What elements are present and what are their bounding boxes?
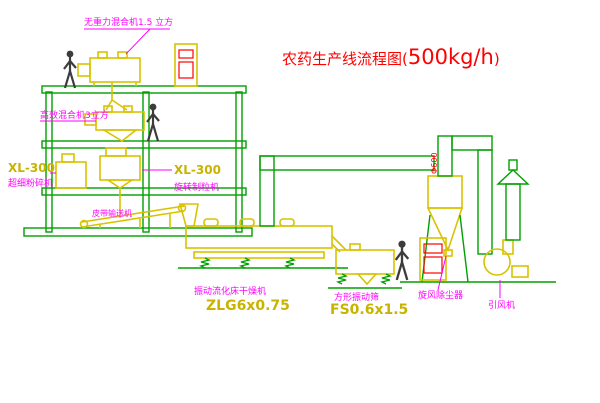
- dryer-feed-hopper: [178, 203, 199, 227]
- mill-motor: [61, 153, 75, 163]
- person-figure: [62, 49, 78, 90]
- label-belt-conveyor: 皮带输送机: [92, 208, 132, 218]
- label-left-mill-name: 超细粉碎机: [8, 177, 53, 189]
- floor3-slab: [41, 187, 247, 196]
- label-screen-model: FS0.6x1.5: [330, 302, 408, 318]
- dryer-outlet-chute: [331, 235, 347, 251]
- exhaust-stack: [496, 159, 530, 241]
- zero-gravity-mixer: [77, 51, 141, 111]
- ultrafine-pulverizer: [55, 153, 87, 189]
- leader-lines: [40, 28, 501, 298]
- mixer-motor: [77, 63, 91, 77]
- control-cabinet-right: [419, 237, 447, 281]
- label-left-mill-model: XL-300: [8, 161, 55, 175]
- label-center-mill-model: XL-300: [174, 163, 221, 177]
- diagram-title: 农药生产线流程图(500kg/h): [282, 45, 500, 69]
- label-zero-gravity-mixer: 无重力混合机1.5 立方: [84, 16, 173, 28]
- cyclone-separator: [421, 135, 469, 283]
- vibrating-screen: [328, 243, 402, 289]
- fan-duct: [451, 135, 493, 255]
- cyclone-outlet-pipe: [437, 135, 453, 177]
- fan-motor: [511, 265, 529, 278]
- ground-slab: [23, 227, 253, 237]
- floor2-slab: [41, 140, 247, 149]
- label-high-efficiency-mixer: 高效混合机3立方: [40, 109, 109, 121]
- building-frame: [23, 85, 253, 237]
- cyclone-leg: [459, 214, 469, 283]
- roof-slab: [41, 85, 247, 94]
- vibration-frame: [193, 251, 325, 259]
- cyclone-leg: [421, 214, 431, 283]
- spring: [379, 273, 393, 285]
- control-cabinet-top: [174, 43, 198, 87]
- label-screen-name: 方形振动筛: [334, 291, 379, 303]
- belt-roller: [79, 219, 89, 229]
- spring: [335, 273, 349, 285]
- label-dryer-name: 振动流化床干燥机: [194, 285, 266, 297]
- person-figure: [394, 239, 410, 282]
- title-suffix: ): [494, 50, 500, 68]
- title-capacity: 500kg/h: [408, 45, 494, 69]
- spring: [283, 257, 297, 269]
- fluid-bed-dryer: [178, 218, 348, 269]
- spring: [198, 257, 212, 269]
- feed-hopper: [105, 147, 127, 157]
- label-center-mill-name: 旋转制粒机: [174, 181, 219, 193]
- spring: [238, 257, 252, 269]
- stack-cap: [496, 169, 530, 185]
- screen-outlet: [356, 273, 378, 286]
- label-dryer-model: ZLG6x0.75: [206, 298, 290, 314]
- label-cyclone: 旋风除尘器: [418, 289, 463, 301]
- label-duct-diameter: Φ600: [430, 152, 439, 174]
- title-prefix: 农药生产线流程图(: [282, 50, 408, 68]
- fan-scroll: [483, 248, 511, 276]
- rotary-granulator: [99, 147, 141, 218]
- exhaust-duct: [259, 155, 435, 227]
- label-fan: 引风机: [488, 299, 515, 311]
